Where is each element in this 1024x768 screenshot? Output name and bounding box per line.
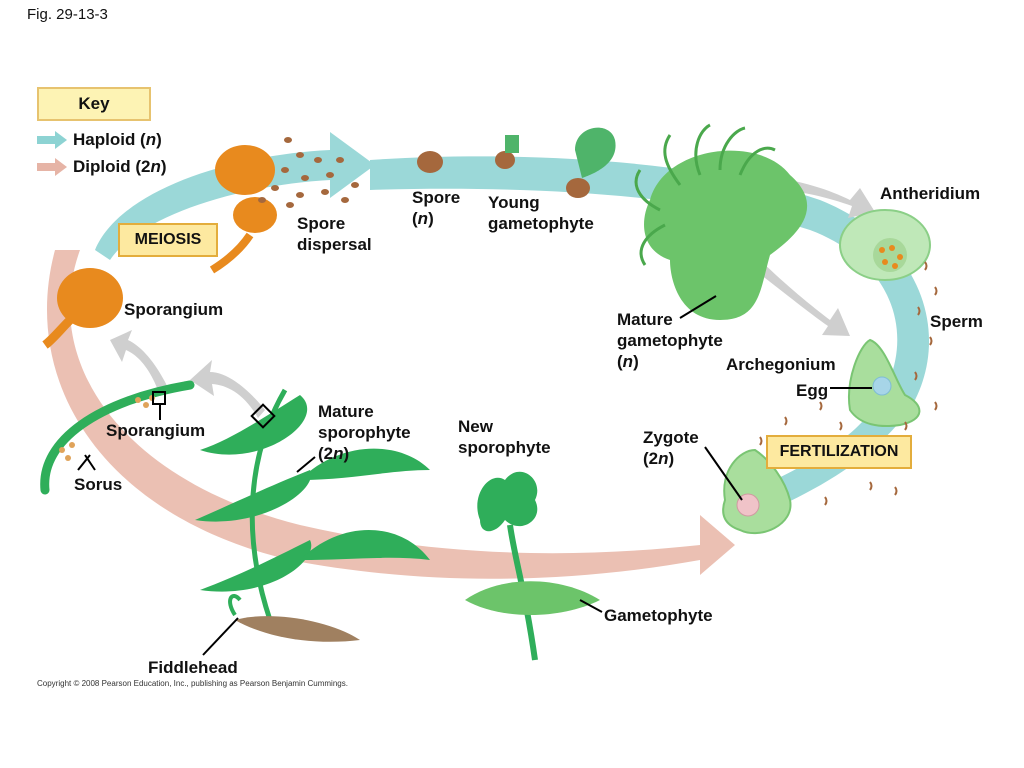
diploid-label: Diploid (2: [73, 157, 151, 176]
antheridium-label: Antheridium: [880, 184, 981, 203]
spore-label: Spore (n): [412, 188, 461, 228]
copyright-notice: Copyright © 2008 Pearson Education, Inc.…: [37, 679, 348, 688]
sperm-cells: [759, 261, 938, 506]
gray-arrow-to-archegonium: [748, 255, 850, 336]
fertilization-label: FERTILIZATION: [766, 435, 912, 469]
sorus-zoom-box: [250, 403, 276, 429]
frond-with-sori-illustration: [40, 380, 195, 495]
new-sporophyte-label: New sporophyte: [458, 417, 551, 457]
single-spore: [417, 151, 443, 173]
gametophyte-label: Gametophyte: [604, 606, 713, 625]
leader-lines: [77, 295, 872, 656]
mature-gametophyte-label: Mature gametophyte (n): [617, 310, 723, 371]
figure-label: Fig. 29-13-3: [27, 6, 108, 23]
meiosis-label: MEIOSIS: [118, 223, 218, 257]
haploid-arrow-icon: [37, 131, 67, 149]
egg-label: Egg: [796, 381, 829, 400]
archegonium-illustration: [848, 338, 921, 428]
antheridium-illustration: [839, 209, 931, 281]
haploid-label: Haploid (: [73, 130, 146, 149]
haploid-ploidy: n: [145, 130, 157, 149]
sporangium-label-top: Sporangium: [124, 300, 224, 319]
young-gametophyte-illustration: [495, 127, 616, 198]
key-title: Key: [37, 87, 151, 121]
sorus-label: Sorus: [74, 475, 123, 494]
key-haploid: Haploid (n): [37, 130, 162, 150]
gray-arrow-to-sporangium: [110, 330, 170, 396]
diploid-arrow-icon: [37, 158, 67, 176]
sperm-label: Sperm: [930, 312, 983, 331]
haploid-cycle-band: [95, 132, 375, 260]
gray-arrow-to-sorus: [190, 360, 265, 418]
young-gametophyte-label: Young gametophyte: [488, 193, 594, 233]
archegonium-label: Archegonium: [726, 355, 836, 374]
sporangium-dispersing-illustration: [209, 145, 277, 274]
mature-sporophyte-label: Mature sporophyte (2n): [318, 402, 411, 463]
sporangium-label-left: Sporangium: [106, 421, 206, 440]
key-diploid: Diploid (2n): [37, 157, 167, 177]
new-sporophyte-illustration: [465, 471, 600, 661]
diploid-ploidy: n: [150, 157, 161, 176]
mature-gametophyte-illustration: [634, 123, 808, 320]
fiddlehead-label: Fiddlehead: [148, 658, 238, 677]
zygote-label: Zygote (2n): [643, 428, 699, 468]
dispersing-spores: [258, 137, 359, 208]
spore-dispersal-label: Spore dispersal: [297, 214, 372, 254]
sporangium-closed-illustration: [42, 268, 123, 349]
